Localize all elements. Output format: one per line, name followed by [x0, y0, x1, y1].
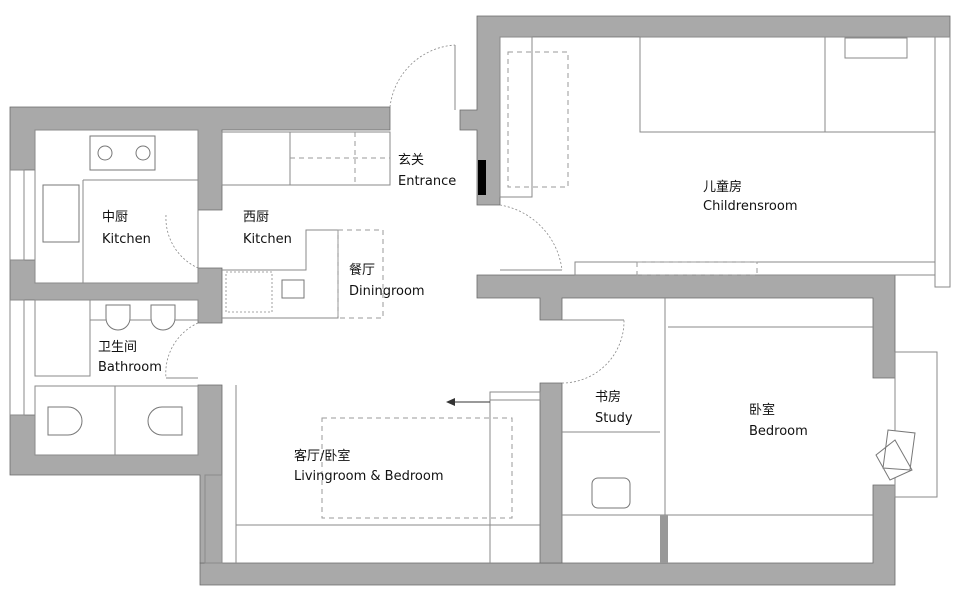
room-label-bedroom: 卧室 Bedroom [749, 402, 808, 439]
column-marker [478, 160, 486, 195]
room-label-cn: 西厨 [243, 210, 269, 225]
chair [591, 477, 631, 509]
walls [9, 15, 951, 586]
room-label-en: Study [595, 411, 633, 426]
room-label-study: 书房 Study [595, 389, 633, 426]
toilet [47, 406, 83, 436]
windows [9, 36, 951, 564]
room-label-cn: 书房 [595, 389, 621, 405]
doors [165, 44, 625, 384]
room-label-en: Bedroom [749, 424, 808, 439]
room-label-bathroom: 卫生间 Bathroom [98, 340, 162, 375]
room-label-kitchen-western: 西厨 Kitchen [243, 210, 292, 247]
room-label-cn: 卧室 [749, 402, 775, 418]
room-label-cn: 中厨 [102, 210, 128, 225]
room-label-en: Childrensroom [703, 199, 798, 214]
room-label-cn: 餐厅 [349, 262, 375, 278]
toilet [147, 406, 183, 436]
room-label-en: Kitchen [102, 232, 151, 247]
room-label-en: Bathroom [98, 360, 162, 375]
furniture [34, 36, 936, 563]
room-label-cn: 儿童房 [703, 179, 742, 195]
room-label-en: Entrance [398, 174, 456, 189]
room-label-cn: 客厅/卧室 [294, 448, 350, 464]
kitchen-sink [42, 184, 80, 243]
room-label-childrensroom: 儿童房 Childrensroom [703, 179, 798, 214]
lounge-chair [875, 429, 916, 481]
room-label-kitchen-chinese: 中厨 Kitchen [102, 210, 151, 247]
room-label-livingroom: 客厅/卧室 Livingroom & Bedroom [294, 448, 443, 484]
room-label-en: Diningroom [349, 284, 425, 299]
room-label-en: Livingroom & Bedroom [294, 469, 443, 484]
room-label-entrance: 玄关 Entrance [398, 153, 456, 189]
room-label-diningroom: 餐厅 Diningroom [349, 262, 425, 299]
room-label-en: Kitchen [243, 232, 292, 247]
room-label-cn: 卫生间 [98, 340, 137, 355]
room-label-cn: 玄关 [398, 153, 424, 168]
